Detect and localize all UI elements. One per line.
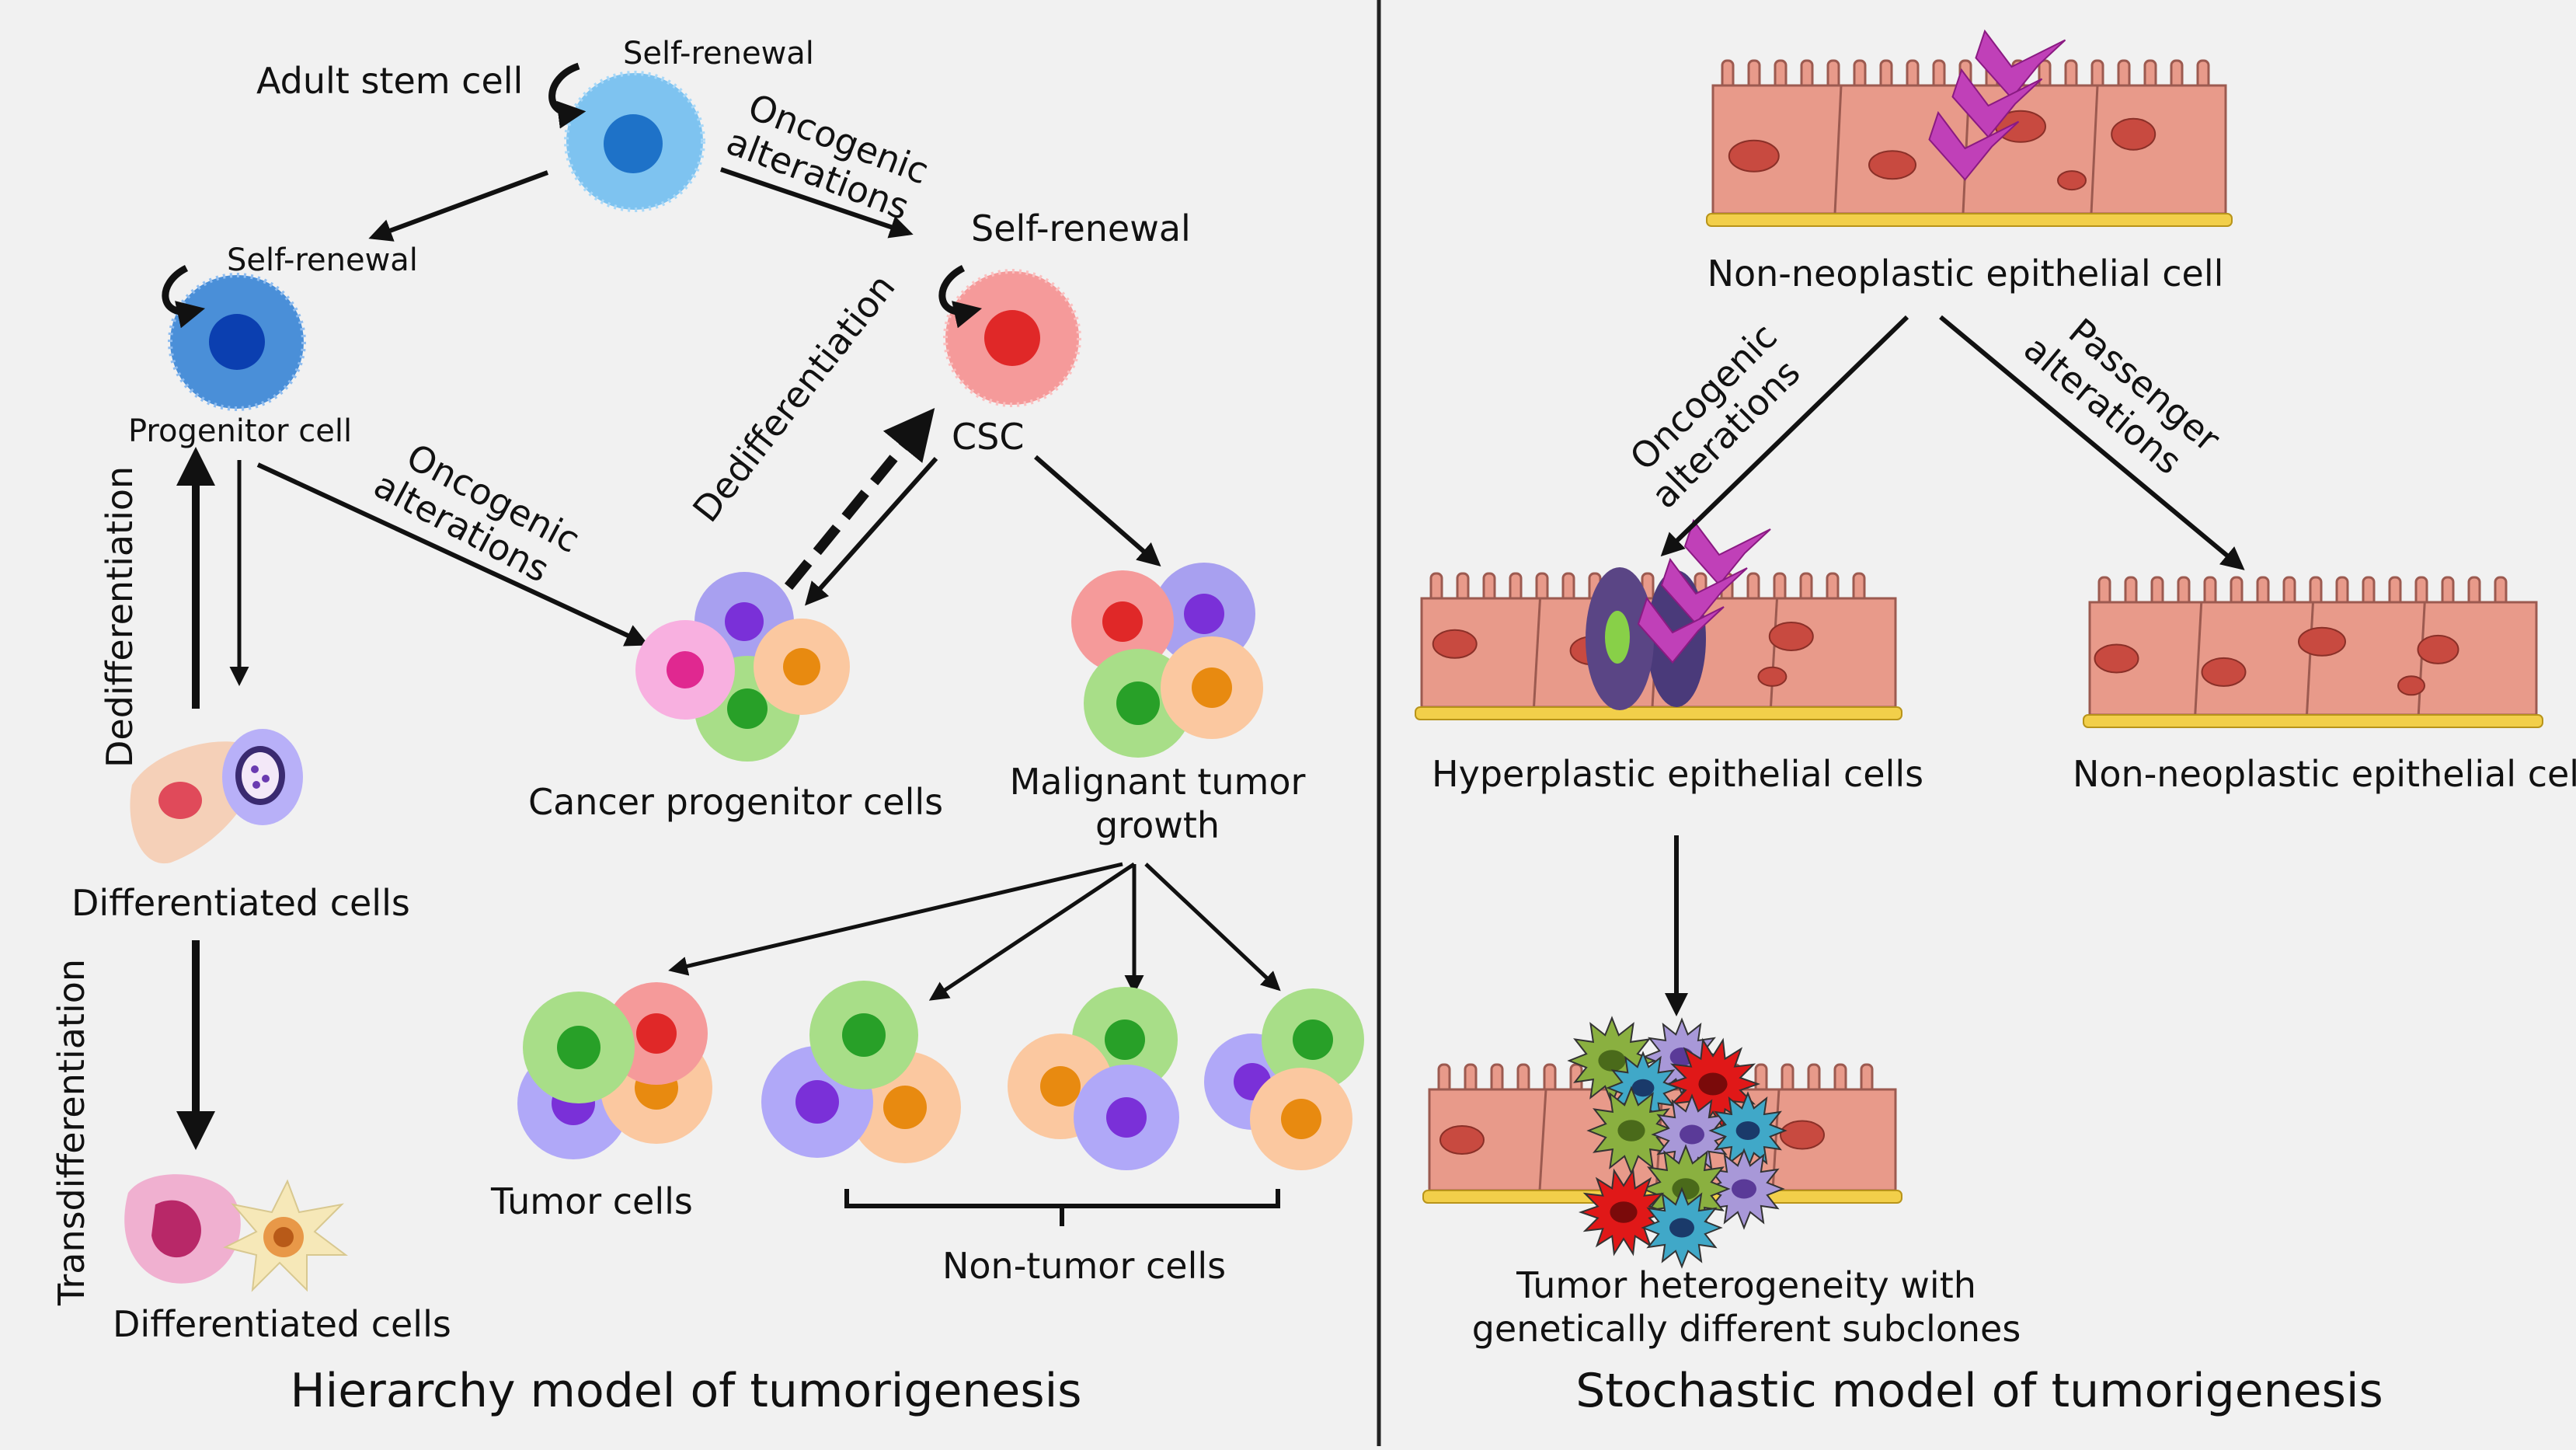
svg-text:genetically different subclone: genetically different subclones (1472, 1308, 2021, 1350)
differentiated-cells-illustration-1 (130, 729, 303, 864)
label-self-renewal-csc: Self-renewal (971, 207, 1191, 249)
label-non-tumor-cells: Non-tumor cells (942, 1245, 1226, 1287)
label-cancer-progenitor-cells: Cancer progenitor cells (528, 781, 943, 823)
label-hyperplastic: Hyperplastic epithelial cells (1432, 753, 1923, 795)
self-renewal-arrow-progenitor (162, 264, 206, 329)
non-tumor-bracket (844, 1189, 1280, 1226)
label-tumor-cells: Tumor cells (490, 1180, 693, 1222)
arrow-stem-to-progenitor (368, 170, 549, 242)
stem-cell (564, 71, 705, 212)
label-adult-stem-cell: Adult stem cell (256, 60, 523, 102)
arrow-oncogenic-right (1660, 315, 1909, 557)
label-passenger-alterations: Passenger alterations (2016, 310, 2228, 483)
svg-text:growth: growth (1095, 804, 1220, 846)
label-dedifferentiation-diagonal: Dedifferentiation (684, 267, 903, 530)
oncogenic-alteration-marks (1637, 29, 2066, 664)
label-dedifferentiation-vertical: Dedifferentiation (99, 466, 141, 768)
non-tumor-cluster-3 (1204, 988, 1364, 1170)
label-self-renewal-stem: Self-renewal (623, 36, 814, 71)
self-renewal-arrow-stem (548, 62, 587, 129)
epithelium-non-neoplastic-right (2083, 576, 2543, 728)
label-heterogeneity: Tumor heterogeneity with genetically dif… (1472, 1264, 2021, 1350)
tumor-cells-cluster (517, 982, 712, 1159)
arrow-csc-to-malignant (1034, 455, 1161, 566)
label-oncogenic-mid: Oncogenic alterations (367, 435, 587, 591)
malignant-tumor-cluster (1071, 563, 1263, 758)
label-differentiated-cells-2: Differentiated cells (113, 1303, 451, 1345)
svg-text:Malignant tumor: Malignant tumor (1010, 761, 1306, 803)
csc-cell (943, 269, 1081, 407)
label-differentiated-cells-1: Differentiated cells (71, 882, 410, 924)
label-oncogenic-right: Oncogenic alterations (1622, 315, 1808, 516)
arrow-csc-to-cancer-progenitor (805, 457, 938, 606)
stochastic-model-title: Stochastic model of tumorigenesis (1575, 1364, 2383, 1418)
label-transdifferentiation: Transdifferentiation (50, 959, 92, 1306)
differentiated-cells-illustration-2 (124, 1174, 348, 1292)
label-progenitor-cell: Progenitor cell (128, 413, 352, 449)
tumor-subclones (1567, 1016, 1788, 1269)
svg-text:Tumor heterogeneity with: Tumor heterogeneity with (1516, 1264, 1976, 1306)
label-non-neoplastic-right: Non-neoplastic epithelial cell (2073, 753, 2576, 795)
arrow-passenger (1939, 315, 2245, 570)
non-tumor-cluster-1 (761, 981, 961, 1163)
tumor-branch-arrows (668, 862, 1281, 1001)
label-self-renewal-progenitor: Self-renewal (227, 242, 418, 278)
progenitor-cell (168, 273, 306, 411)
label-csc: CSC (952, 416, 1024, 458)
hierarchy-model-title: Hierarchy model of tumorigenesis (290, 1364, 1081, 1418)
cancer-progenitor-cluster (635, 572, 850, 762)
non-tumor-cluster-2 (1008, 987, 1179, 1170)
self-renewal-arrow-csc (938, 264, 983, 329)
label-malignant-tumor-growth: Malignant tumor growth (1010, 761, 1306, 846)
arrow-progenitor-to-cancer-progenitor (256, 462, 649, 647)
arrow-stem-to-csc (720, 167, 914, 239)
label-non-neoplastic-top: Non-neoplastic epithelial cell (1707, 253, 2224, 295)
arrow-dedifferentiation-dashed (784, 407, 935, 591)
